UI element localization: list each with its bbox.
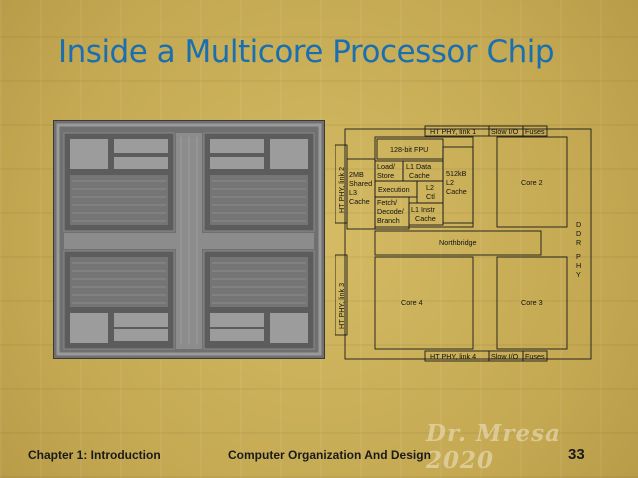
footer-chapter: Chapter 1: Introduction [28,448,161,462]
fetch-line3: Branch [377,216,400,225]
northbridge-label: Northbridge [439,238,477,247]
l2-line2: L2 [446,178,454,187]
ddr-letter: Y [576,270,581,279]
die-photo-art [54,121,324,358]
l1d-line1: L1 Data [406,162,431,171]
northbridge-box [374,230,542,256]
ht-link3-label: HT PHY, link 3 [337,283,346,329]
load-line2: Store [377,171,394,180]
fuses-bottom-box [522,350,548,362]
core2-box [496,136,568,228]
l3-line1: 2MB [349,170,364,179]
ht-link4-label: HT PHY, link 4 [430,352,476,361]
core2-label: Core 2 [521,178,543,187]
core4-box [374,256,474,350]
footer-course: Computer Organization And Design [228,448,431,462]
l1d-line2: Cache [409,171,430,180]
l3-line3: L3 [349,188,357,197]
ddr-letter: P [576,252,581,261]
core4-label: Core 4 [401,298,423,307]
l3-line4: Cache [349,197,370,206]
fuses-top-box [522,125,548,137]
fetch-line2: Decode/ [377,207,404,216]
fuses-top-label: Fuses [525,127,545,136]
l3-line2: Shared [349,179,372,188]
slow-io-top-label: Slow I/O [491,127,519,136]
l1i-line2: Cache [415,214,436,223]
fetch-line1: Fetch/ [377,198,397,207]
l2-line3: Cache [446,187,467,196]
ddr-letter: D [576,220,581,229]
execution-label: Execution [378,185,410,194]
ddr-letter: R [576,238,581,247]
l2-cache-box [442,146,474,224]
l2ctl-line1: L2 [426,183,434,192]
watermark: Dr. Mresa 2020 [426,420,562,474]
ht-phy-link3-box [334,254,348,336]
l1i-line1: L1 Instr [411,205,436,214]
core3-label: Core 3 [521,298,543,307]
ht-link2-label: HT PHY, link 2 [337,167,346,213]
fuses-bottom-label: Fuses [525,352,545,361]
l2ctl-line2: Ctl [426,192,435,201]
chip-block-diagram: HT PHY, link 1 Slow I/O Fuses HT PHY, li… [334,125,600,363]
ddr-letter: H [576,261,581,270]
slide-title: Inside a Multicore Processor Chip [58,34,555,70]
core3-box [496,256,568,350]
chip-outline [344,128,592,360]
l2-line1: 512kB [446,169,467,178]
die-photo [53,120,325,359]
page-number: 33 [568,446,585,463]
load-line1: Load/ [377,162,395,171]
ddr-letter: D [576,229,581,238]
fpu-label: 128-bit FPU [390,145,428,154]
ht-link1-label: HT PHY, link 1 [430,127,476,136]
slow-io-bottom-label: Slow I/O [491,352,519,361]
